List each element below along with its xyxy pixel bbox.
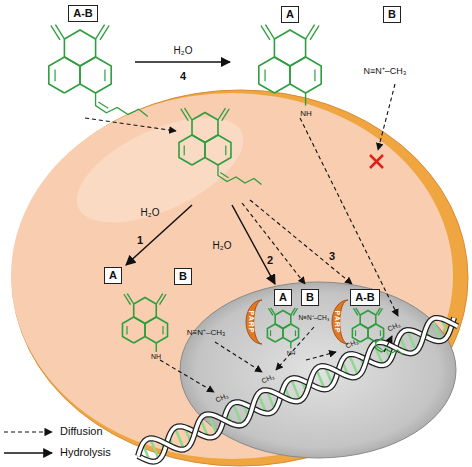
blocked-mark	[370, 155, 383, 168]
molecule	[49, 25, 148, 117]
hydrolysis-arrow	[232, 205, 275, 284]
molecule-label-box: A-B	[350, 289, 380, 306]
annotation: H₂O	[213, 240, 232, 251]
molecule-label-box: A	[104, 267, 122, 284]
diffusion-arrow	[300, 118, 398, 316]
molecule	[267, 308, 298, 349]
enzyme-label: PARP	[333, 311, 341, 334]
box-text: A	[109, 269, 117, 281]
diffusion-arrow	[242, 203, 305, 284]
annotation: H₂O	[141, 207, 160, 218]
molecule	[352, 308, 401, 354]
molecule-label-box: A	[281, 6, 299, 23]
box-text: B	[179, 270, 187, 282]
legend-sample	[4, 431, 52, 432]
cell-membrane	[12, 90, 468, 466]
box-text: A-B	[355, 291, 375, 303]
annotation: NH	[151, 353, 161, 361]
annotation: H₂O	[174, 45, 193, 56]
dna-strand	[138, 318, 454, 462]
diffusion-arrow	[384, 336, 392, 352]
legend-text: Hydrolysis	[60, 446, 111, 458]
box-text: B	[306, 291, 314, 303]
annotation: NH	[287, 350, 296, 357]
molecule	[122, 294, 167, 353]
box-text: A	[286, 8, 294, 20]
annotation: 1	[137, 234, 143, 246]
diffusion-arrow	[250, 200, 352, 284]
diffusion-arrow	[306, 352, 336, 360]
highlight	[62, 96, 259, 245]
molecules	[49, 25, 402, 354]
legend-text: Diffusion	[60, 425, 103, 437]
molecule-label-box: A-B	[68, 5, 98, 22]
dna-strand	[138, 318, 458, 456]
enzyme-label: PARP	[247, 311, 255, 334]
diffusion-arrow	[378, 84, 395, 150]
reaction-arrows	[85, 62, 398, 392]
annotation: 3	[329, 250, 335, 262]
molecule	[259, 25, 321, 106]
box-text: A-B	[73, 7, 93, 19]
annotation: N≡N⁺–CH₃	[299, 314, 330, 321]
annotation: 4	[180, 70, 186, 82]
box-text: A	[279, 291, 287, 303]
blocked-mark	[370, 155, 383, 168]
hydrolysis-arrow	[126, 205, 192, 265]
annotation: N≡N⁺–CH₃	[364, 67, 407, 77]
legend-sample	[4, 452, 52, 453]
dna-helix	[138, 318, 458, 462]
annotation: 2	[267, 254, 273, 266]
diffusion-arrow	[276, 327, 314, 370]
molecule-label-box: B	[301, 289, 319, 306]
diffusion-arrow	[215, 342, 262, 372]
dna-strand	[138, 318, 454, 462]
molecule-label-box: A	[274, 289, 292, 306]
annotation: N≡N⁺–CH₃	[187, 329, 225, 338]
dna-strand	[138, 318, 458, 456]
molecule	[179, 108, 261, 185]
annotation: NH	[300, 110, 312, 119]
hydrolysis-arrow	[135, 61, 230, 63]
molecule-label-box: B	[174, 268, 192, 285]
parp-enzyme	[332, 300, 348, 344]
parp-enzyme	[246, 300, 262, 344]
diffusion-arrow	[85, 118, 176, 131]
molecule-label-box: B	[383, 6, 401, 23]
box-text: B	[388, 8, 396, 20]
diffusion-arrow	[160, 360, 214, 392]
